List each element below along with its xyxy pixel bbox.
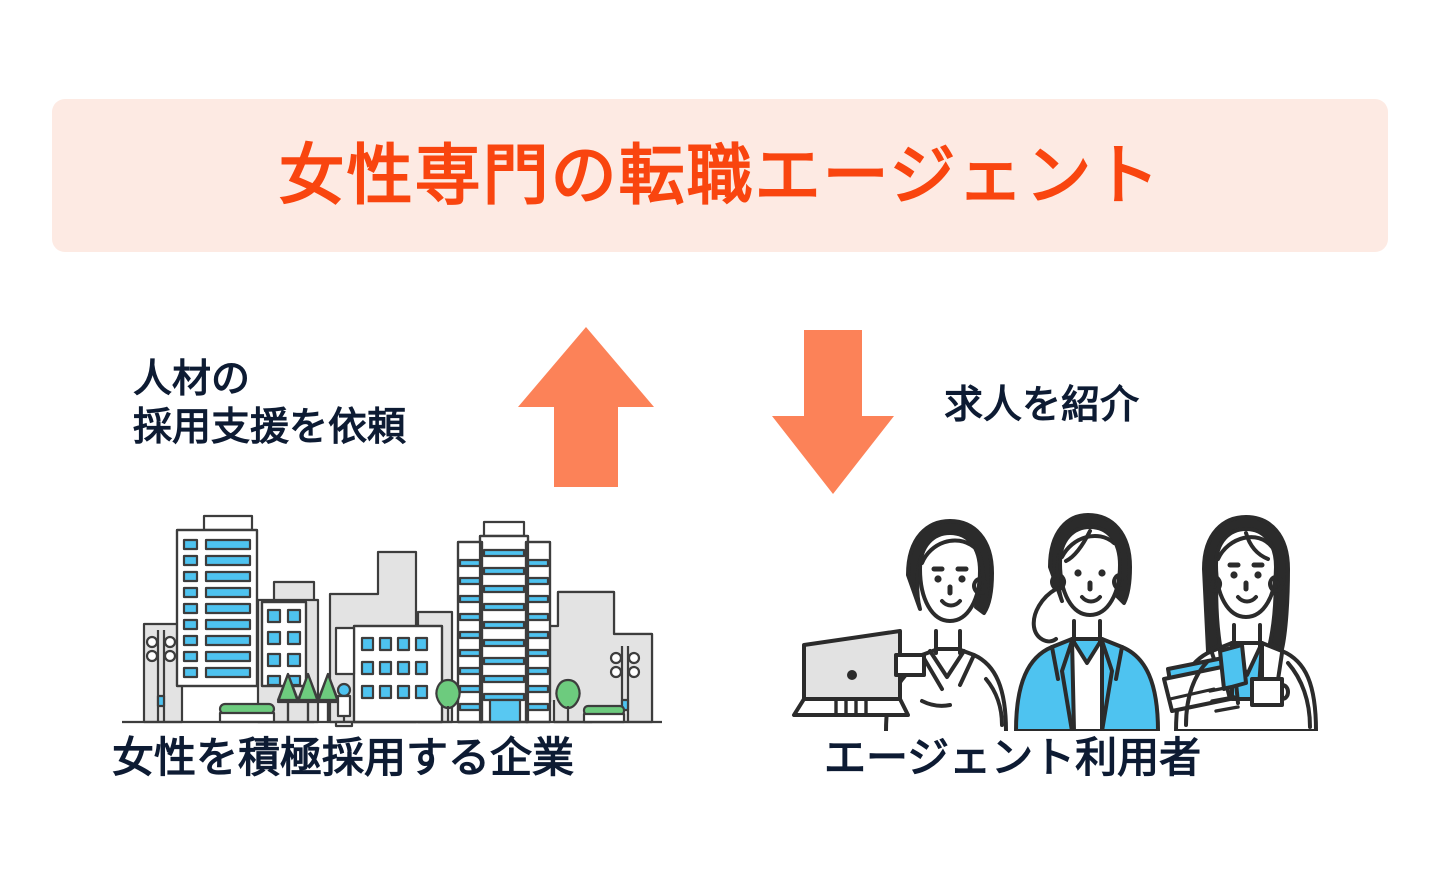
flow-label-introduce-jobs: 求人を紹介 <box>944 383 1140 428</box>
title-banner: 女性専門の転職エージェント <box>52 99 1388 252</box>
down-arrow-icon <box>772 330 894 494</box>
caption-companies: 女性を積極採用する企業 <box>112 733 575 782</box>
caption-agent-users: エージェント利用者 <box>824 733 1202 782</box>
page-title: 女性専門の転職エージェント <box>278 136 1162 214</box>
flow-label-request-recruiting: 人材の 採用支援を依頼 <box>133 357 407 450</box>
three-women-illustration <box>790 503 1318 733</box>
cityscape-illustration <box>122 500 662 730</box>
up-arrow-icon <box>518 327 654 487</box>
